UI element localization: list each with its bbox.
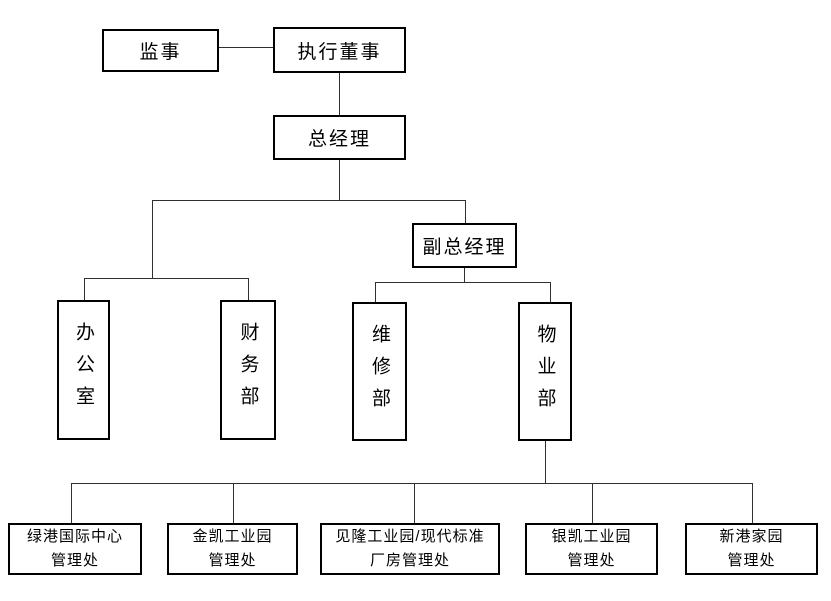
connector-office-drop <box>84 278 86 301</box>
node-maintenance-dept: 维修部 <box>352 302 407 441</box>
node-executive-director: 执行董事 <box>273 27 406 73</box>
connector-supervisor-executive <box>219 47 273 49</box>
node-supervisor: 监事 <box>102 29 219 72</box>
connector-office-finance-bus <box>84 278 249 280</box>
connector-finance-drop <box>248 278 250 301</box>
connector-gm-children-bus <box>152 200 466 202</box>
label-line2: 管理处 <box>727 552 776 569</box>
node-maintenance-dept-label: 维修部 <box>369 323 390 420</box>
connector-offices-bus <box>71 483 753 485</box>
node-jinkai-industrial-park-office-label: 金凯工业园 管理处 <box>192 525 272 573</box>
connector-executive-gm <box>339 73 341 115</box>
connector-gm-down <box>339 160 341 201</box>
node-office-label: 办公室 <box>73 322 94 418</box>
node-finance-dept-label: 财务部 <box>237 322 259 418</box>
node-jianlong-modern-plant-office-label: 见隆工业园/现代标准 厂房管理处 <box>335 525 484 573</box>
connector-lvgang-drop <box>71 483 73 524</box>
node-lvgang-intl-center-office-label: 绿港国际中心 管理处 <box>27 525 123 573</box>
label-line1: 银凯工业园 <box>551 528 632 545</box>
node-supervisor-label: 监事 <box>139 42 182 63</box>
label-line2: 管理处 <box>208 552 257 569</box>
label-line1: 见隆工业园/现代标准 <box>335 528 485 545</box>
label-line2: 管理处 <box>567 552 616 569</box>
node-general-manager-label: 总经理 <box>307 129 371 150</box>
label-line1: 金凯工业园 <box>192 528 273 545</box>
label-line1: 绿港国际中心 <box>26 528 123 545</box>
node-office: 办公室 <box>57 300 110 440</box>
connector-left-branch-down <box>152 200 154 278</box>
node-jinkai-industrial-park-office: 金凯工业园 管理处 <box>167 523 298 575</box>
node-xingang-homeland-office: 新港家园 管理处 <box>685 523 818 575</box>
label-line2: 厂房管理处 <box>369 552 450 569</box>
node-general-manager: 总经理 <box>273 115 406 160</box>
connector-xingang-drop <box>752 483 754 524</box>
node-property-dept-label: 物业部 <box>534 323 556 420</box>
node-xingang-homeland-office-label: 新港家园 管理处 <box>719 525 783 573</box>
node-executive-director-label: 执行董事 <box>297 41 382 63</box>
node-deputy-general-manager: 副总经理 <box>412 223 517 268</box>
node-finance-dept: 财务部 <box>220 300 276 440</box>
connector-yinkai-drop <box>592 483 594 524</box>
node-jianlong-modern-plant-office: 见隆工业园/现代标准 厂房管理处 <box>320 523 500 575</box>
label-line1: 新港家园 <box>719 528 784 545</box>
node-yinkai-industrial-park-office: 银凯工业园 管理处 <box>525 523 658 575</box>
node-deputy-general-manager-label: 副总经理 <box>422 237 507 258</box>
connector-maintenance-property-bus <box>375 282 551 284</box>
connector-property-down <box>545 441 547 484</box>
node-property-dept: 物业部 <box>518 302 572 441</box>
connector-deputy-drop <box>465 200 467 224</box>
node-lvgang-intl-center-office: 绿港国际中心 管理处 <box>8 523 142 575</box>
connector-jinkai-drop <box>233 483 235 524</box>
node-yinkai-industrial-park-office-label: 银凯工业园 管理处 <box>551 525 631 573</box>
connector-property-drop <box>550 282 552 303</box>
connector-maintenance-drop <box>375 282 377 303</box>
connector-jianlong-drop <box>414 483 416 524</box>
label-line2: 管理处 <box>50 552 99 569</box>
connector-deputy-down <box>464 268 466 283</box>
